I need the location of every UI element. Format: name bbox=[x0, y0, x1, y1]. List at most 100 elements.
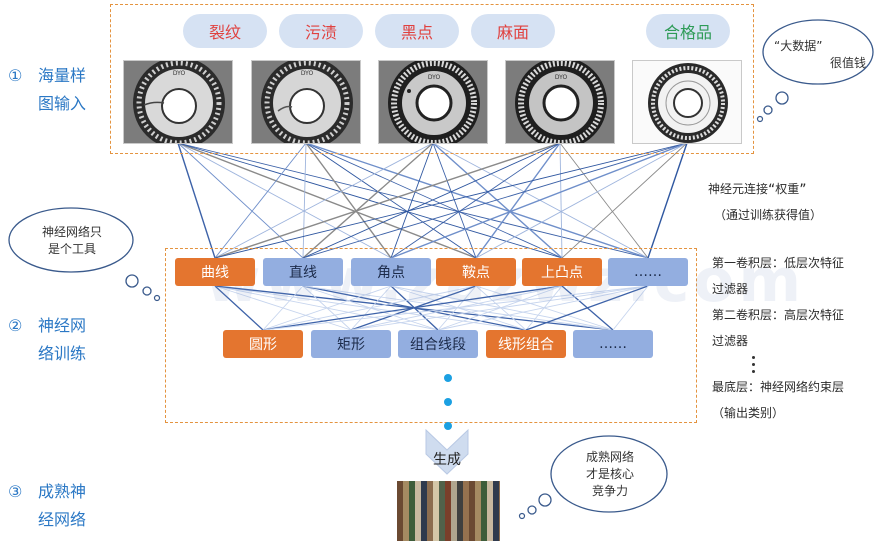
connection-line bbox=[262, 285, 392, 331]
mosaic-tile bbox=[397, 523, 403, 529]
mosaic-tile bbox=[499, 523, 500, 529]
mosaic-tile bbox=[493, 529, 499, 535]
mosaic-tile bbox=[481, 499, 487, 505]
mosaic-tile bbox=[451, 529, 457, 535]
mosaic-tile bbox=[487, 535, 493, 541]
mosaic-tile bbox=[469, 499, 475, 505]
mosaic-tile bbox=[439, 517, 445, 523]
mosaic-tile bbox=[499, 493, 500, 499]
feature-node-line: 直线 bbox=[263, 258, 343, 286]
mosaic-tile bbox=[445, 493, 451, 499]
feature-node-line-combo: 线形组合 bbox=[486, 330, 566, 358]
mosaic-tile bbox=[493, 517, 499, 523]
mosaic-tile bbox=[421, 481, 427, 487]
mosaic-tile bbox=[499, 487, 500, 493]
bubble-line: 才是核心 bbox=[585, 467, 634, 481]
sample-image-crack: DYO bbox=[123, 60, 233, 144]
sample-image-qualified bbox=[632, 60, 742, 144]
mosaic-tile bbox=[487, 499, 493, 505]
mosaic-tile bbox=[409, 511, 415, 517]
step-number: ③ bbox=[8, 482, 23, 501]
mosaic-tile bbox=[457, 487, 463, 493]
connection-line bbox=[177, 142, 392, 259]
connection-line bbox=[612, 285, 649, 331]
mosaic-tile bbox=[475, 523, 481, 529]
note-last-layer: 最底层：神经网络约束层 （输出类别） bbox=[712, 374, 844, 426]
mosaic-tile bbox=[487, 523, 493, 529]
feature-node-segment-combo: 组合线段 bbox=[398, 330, 478, 358]
mosaic-tile bbox=[481, 511, 487, 517]
mosaic-tile bbox=[469, 487, 475, 493]
mosaic-tile bbox=[403, 535, 409, 541]
connection-line bbox=[437, 285, 649, 331]
category-pill-crack: 裂纹 bbox=[183, 14, 267, 48]
connection-line bbox=[647, 142, 688, 259]
mosaic-tile bbox=[451, 505, 457, 511]
mosaic-tile bbox=[397, 493, 403, 499]
mosaic-tile bbox=[487, 505, 493, 511]
mosaic-tile bbox=[481, 487, 487, 493]
mosaic-tile bbox=[463, 499, 469, 505]
mosaic-tile bbox=[463, 505, 469, 511]
connection-line bbox=[177, 142, 563, 259]
mosaic-tile bbox=[415, 535, 421, 541]
mosaic-tile bbox=[457, 481, 463, 487]
generate-arrow-icon bbox=[425, 428, 469, 475]
connection-line bbox=[305, 142, 563, 259]
connection-line bbox=[475, 142, 561, 259]
note-conv2: 第二卷积层：高层次特征 过滤器 bbox=[712, 302, 844, 354]
mosaic-tile bbox=[427, 487, 433, 493]
ellipsis-dot bbox=[444, 398, 452, 406]
note-weights: 神经元连接“权重” （通过训练获得值） bbox=[708, 176, 822, 228]
bubble-line: “大数据” bbox=[774, 39, 823, 53]
mosaic-tile bbox=[415, 523, 421, 529]
connection-line bbox=[262, 285, 563, 331]
bubble-line: 成熟网络 bbox=[585, 450, 634, 464]
connection-line bbox=[214, 142, 434, 259]
mosaic-tile bbox=[433, 493, 439, 499]
mosaic-tile bbox=[469, 493, 475, 499]
mosaic-tile bbox=[481, 529, 487, 535]
mosaic-tile bbox=[463, 493, 469, 499]
mosaic-tile bbox=[469, 523, 475, 529]
mosaic-tile bbox=[397, 517, 403, 523]
mosaic-tile bbox=[481, 505, 487, 511]
mosaic-tile bbox=[451, 535, 457, 541]
mosaic-tile bbox=[427, 481, 433, 487]
mosaic-tile bbox=[445, 523, 451, 529]
mosaic-tile bbox=[499, 535, 500, 541]
note-line: 过滤器 bbox=[712, 282, 749, 296]
mosaic-tile bbox=[433, 511, 439, 517]
mosaic-tile bbox=[409, 493, 415, 499]
mosaic-tile bbox=[397, 529, 403, 535]
mosaic-tile bbox=[427, 535, 433, 541]
connection-line bbox=[177, 142, 304, 259]
mosaic-tile bbox=[457, 499, 463, 505]
sample-image-black-dot: DYO bbox=[378, 60, 488, 144]
mosaic-tile bbox=[403, 529, 409, 535]
mosaic-tile bbox=[421, 535, 427, 541]
mosaic-tile bbox=[421, 529, 427, 535]
mosaic-tile bbox=[457, 535, 463, 541]
mosaic-tile bbox=[457, 493, 463, 499]
mosaic-tile bbox=[445, 511, 451, 517]
mosaic-tile bbox=[463, 535, 469, 541]
mosaic-tile bbox=[421, 493, 427, 499]
mosaic-tile bbox=[433, 517, 439, 523]
mosaic-tile bbox=[451, 499, 457, 505]
mosaic-tile bbox=[463, 523, 469, 529]
mosaic-tile bbox=[463, 529, 469, 535]
mosaic-tile bbox=[463, 511, 469, 517]
connection-line bbox=[559, 142, 563, 259]
mosaic-tile bbox=[409, 505, 415, 511]
mosaic-tile bbox=[427, 511, 433, 517]
mosaic-tile bbox=[469, 535, 475, 541]
mosaic-tile bbox=[433, 481, 439, 487]
mosaic-tile bbox=[427, 499, 433, 505]
connection-line bbox=[177, 142, 649, 259]
mosaic-tile bbox=[493, 481, 499, 487]
note-line: 过滤器 bbox=[712, 334, 749, 348]
connection-line bbox=[262, 285, 477, 331]
